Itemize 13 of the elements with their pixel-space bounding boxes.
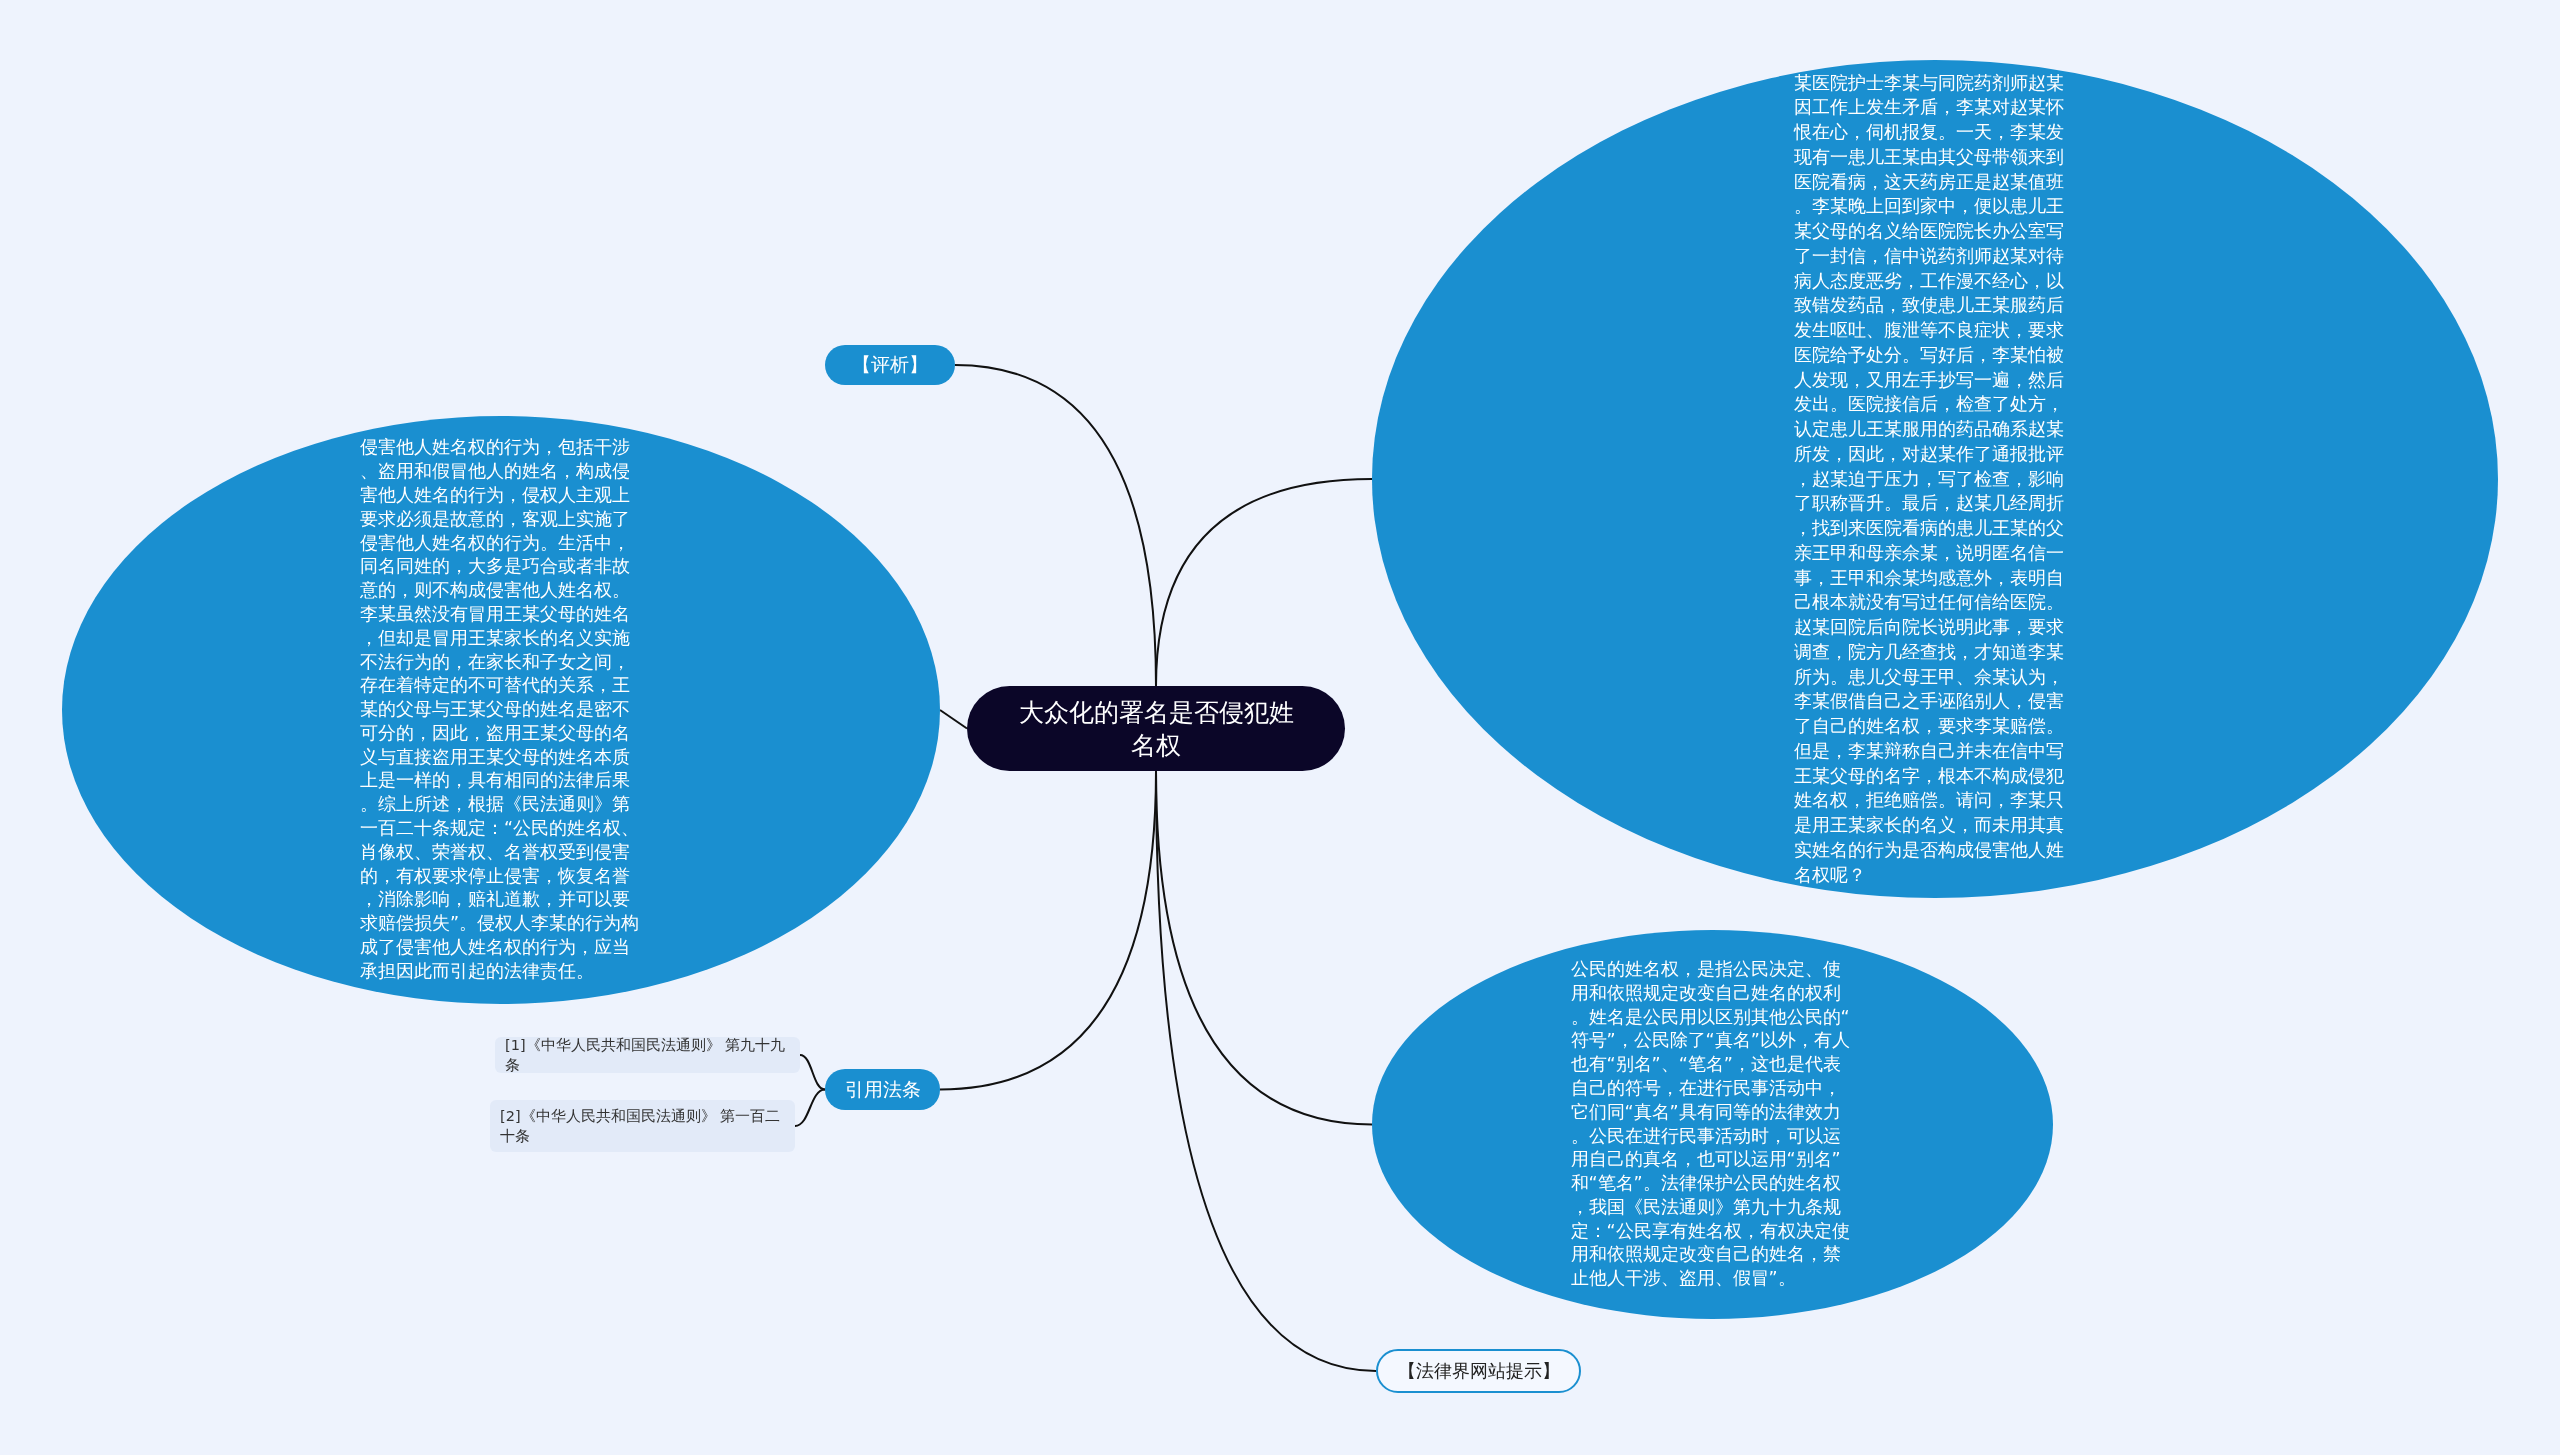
text-bubble: 侵害他人姓名权的行为，包括干涉、盗用和假冒他人的姓名，构成侵害他人姓名的行为，侵权人主观上要求必须是故意的，客观上实施了侵害他人姓名权的行为。生活中，同名同姓的，大多是巧合或者非故意的，则不构成侵害他人姓名权。李某虽然没有冒用王某父母的姓名，但却是冒用王某家长的名义实施不法行为的，在家长和子女之间，存在着特定的不可替代的关系，王某的父母与王某父母的姓名是密不可分的，因此，盗用王某父母的名义与直接盗用王某父母的姓名本质上是一样的，具有相同的法律后果。综上所述，根据《民法通则》第一百二十条规定：“公民的姓名权、肖像权、荣誉权、名誉权受到侵害的，有权要求停止侵害，恢复名誉，消除影响，赔礼道歉，并可以要求赔偿损失”。侵权人李某的行为构成了侵害他人姓名权的行为，应当承担因此而引起的法律责任。 <box>62 416 940 1004</box>
connector-line <box>939 709 968 730</box>
topic-label: 【评析】 <box>825 345 955 385</box>
topic-label: 【法律界网站提示】 <box>1376 1349 1581 1393</box>
text-bubble: 某医院护士李某与同院药剂师赵某因工作上发生矛盾，李某对赵某怀恨在心，伺机报复。一天，李某发现有一患儿王某由其父母带领来到医院看病，这天药房正是赵某值班。李某晚上回到家中，便以患儿王某父母的名义给医院院长办公室写了一封信，信中说药剂师赵某对待病人态度恶劣，工作漫不经心，以致错发药品，致使患儿王某服药后发生呕吐、腹泄等不良症状，要求医院给予处分。写好后，李某怕被人发现，又用左手抄写一遍，然后发出。医院接信后，检查了处方，认定患儿王某服用的药品确系赵某所发，因此，对赵某作了通报批评，赵某迫于压力，写了检查，影响了职称晋升。最后，赵某几经周折，找到来医院看病的患儿王某的父亲王甲和母亲佘某，说明匿名信一事，王甲和佘某均感意外，表明自己根本就没有写过任何信给医院。赵某回院后向院长说明此事，要求调查，院方几经查找，才知道李某所为。患儿父母王甲、佘某认为，李某假借自己之手诬陷别人，侵害了自己的姓名权，要求李某赔偿。但是，李某辩称自己并未在信中写王某父母的名字，根本不构成侵犯姓名权，拒绝赔偿。请问，李某只是用王某家长的名义，而未用其真实姓名的行为是否构成侵害他人姓名权呢？ <box>1372 60 2498 898</box>
citation-note: [1]《中华人民共和国民法通则》 第九十九条 <box>495 1037 800 1073</box>
text-bubble: 公民的姓名权，是指公民决定、使用和依照规定改变自己姓名的权利。姓名是公民用以区别其他公民的“符号”，公民除了“真名”以外，有人也有“别名”、“笔名”，这也是代表自己的符号，在进行民事活动中，它们同“真名”具有同等的法律效力。公民在进行民事活动时，可以运用自己的真名，也可以运用“别名”和“笔名”。法律保护公民的姓名权，我国《民法通则》第九十九条规定：“公民享有姓名权，有权决定使用和依照规定改变自己的姓名，禁止他人干涉、盗用、假冒”。 <box>1372 930 2053 1319</box>
connector-line <box>794 1088 826 1127</box>
topic-label: 引用法条 <box>825 1069 940 1110</box>
citation-note: [2]《中华人民共和国民法通则》 第一百二十条 <box>490 1100 795 1152</box>
central-topic: 大众化的署名是否侵犯姓名权 <box>967 686 1345 771</box>
connector-line <box>1155 478 1373 687</box>
connector-line <box>799 1054 826 1091</box>
